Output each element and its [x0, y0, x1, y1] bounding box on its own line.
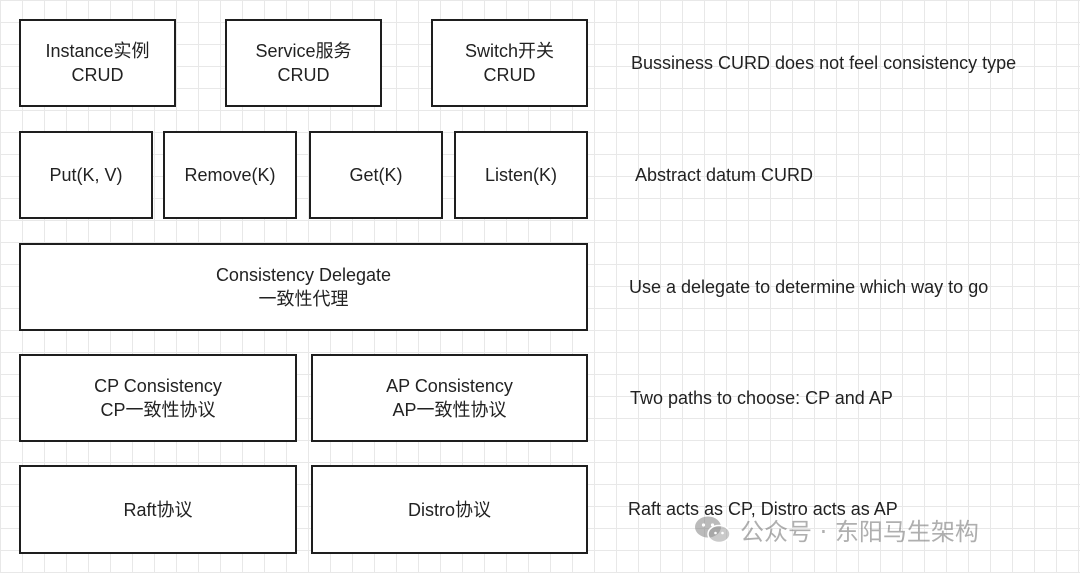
put-label: Put(K, V): [49, 165, 123, 185]
switch-crud-box: Switch开关 CRUD: [431, 19, 588, 107]
protocol-row-description: Raft acts as CP, Distro acts as AP: [628, 499, 898, 519]
watermark: 公众号 · 东阳马生架构: [694, 512, 979, 547]
remove-label: Remove(K): [184, 165, 276, 185]
instance-crud-title: Instance实例: [45, 41, 150, 61]
consistency-delegate-subtitle: 一致性代理: [258, 289, 349, 309]
raft-protocol-label: Raft协议: [123, 499, 193, 520]
consistency-delegate-title: Consistency Delegate: [215, 265, 392, 285]
datum-row-description: Abstract datum CURD: [635, 165, 814, 185]
consistency-row-description: Two paths to choose: CP and AP: [630, 388, 893, 408]
watermark-text: 公众号 · 东阳马生架构: [740, 518, 979, 546]
cp-consistency-box: CP Consistency CP一致性协议: [19, 354, 297, 442]
cp-consistency-subtitle: CP一致性协议: [100, 400, 216, 420]
listen-box: Listen(K): [454, 131, 588, 219]
ap-consistency-subtitle: AP一致性协议: [392, 400, 507, 420]
ap-consistency-title: AP Consistency: [386, 376, 513, 396]
switch-crud-title: Switch开关: [464, 41, 554, 61]
wechat-icon: [694, 515, 732, 545]
put-box: Put(K, V): [19, 131, 153, 219]
service-crud-box: Service服务 CRUD: [225, 19, 382, 107]
raft-protocol-box: Raft协议: [19, 465, 297, 554]
distro-protocol-label: Distro协议: [407, 499, 491, 520]
ap-consistency-box: AP Consistency AP一致性协议: [311, 354, 588, 442]
cp-consistency-title: CP Consistency: [94, 376, 222, 396]
distro-protocol-box: Distro协议: [311, 465, 588, 554]
switch-crud-subtitle: CRUD: [483, 65, 536, 85]
get-box: Get(K): [309, 131, 443, 219]
get-label: Get(K): [349, 165, 403, 185]
instance-crud-box: Instance实例 CRUD: [19, 19, 176, 107]
delegate-row-description: Use a delegate to determine which way to…: [629, 277, 989, 297]
service-crud-subtitle: CRUD: [277, 65, 330, 85]
remove-box: Remove(K): [163, 131, 297, 219]
top-row-description: Bussiness CURD does not feel consistency…: [631, 53, 1017, 73]
instance-crud-subtitle: CRUD: [71, 65, 124, 85]
consistency-delegate-box: Consistency Delegate 一致性代理: [19, 243, 588, 331]
listen-label: Listen(K): [484, 165, 558, 185]
service-crud-title: Service服务: [255, 41, 352, 61]
